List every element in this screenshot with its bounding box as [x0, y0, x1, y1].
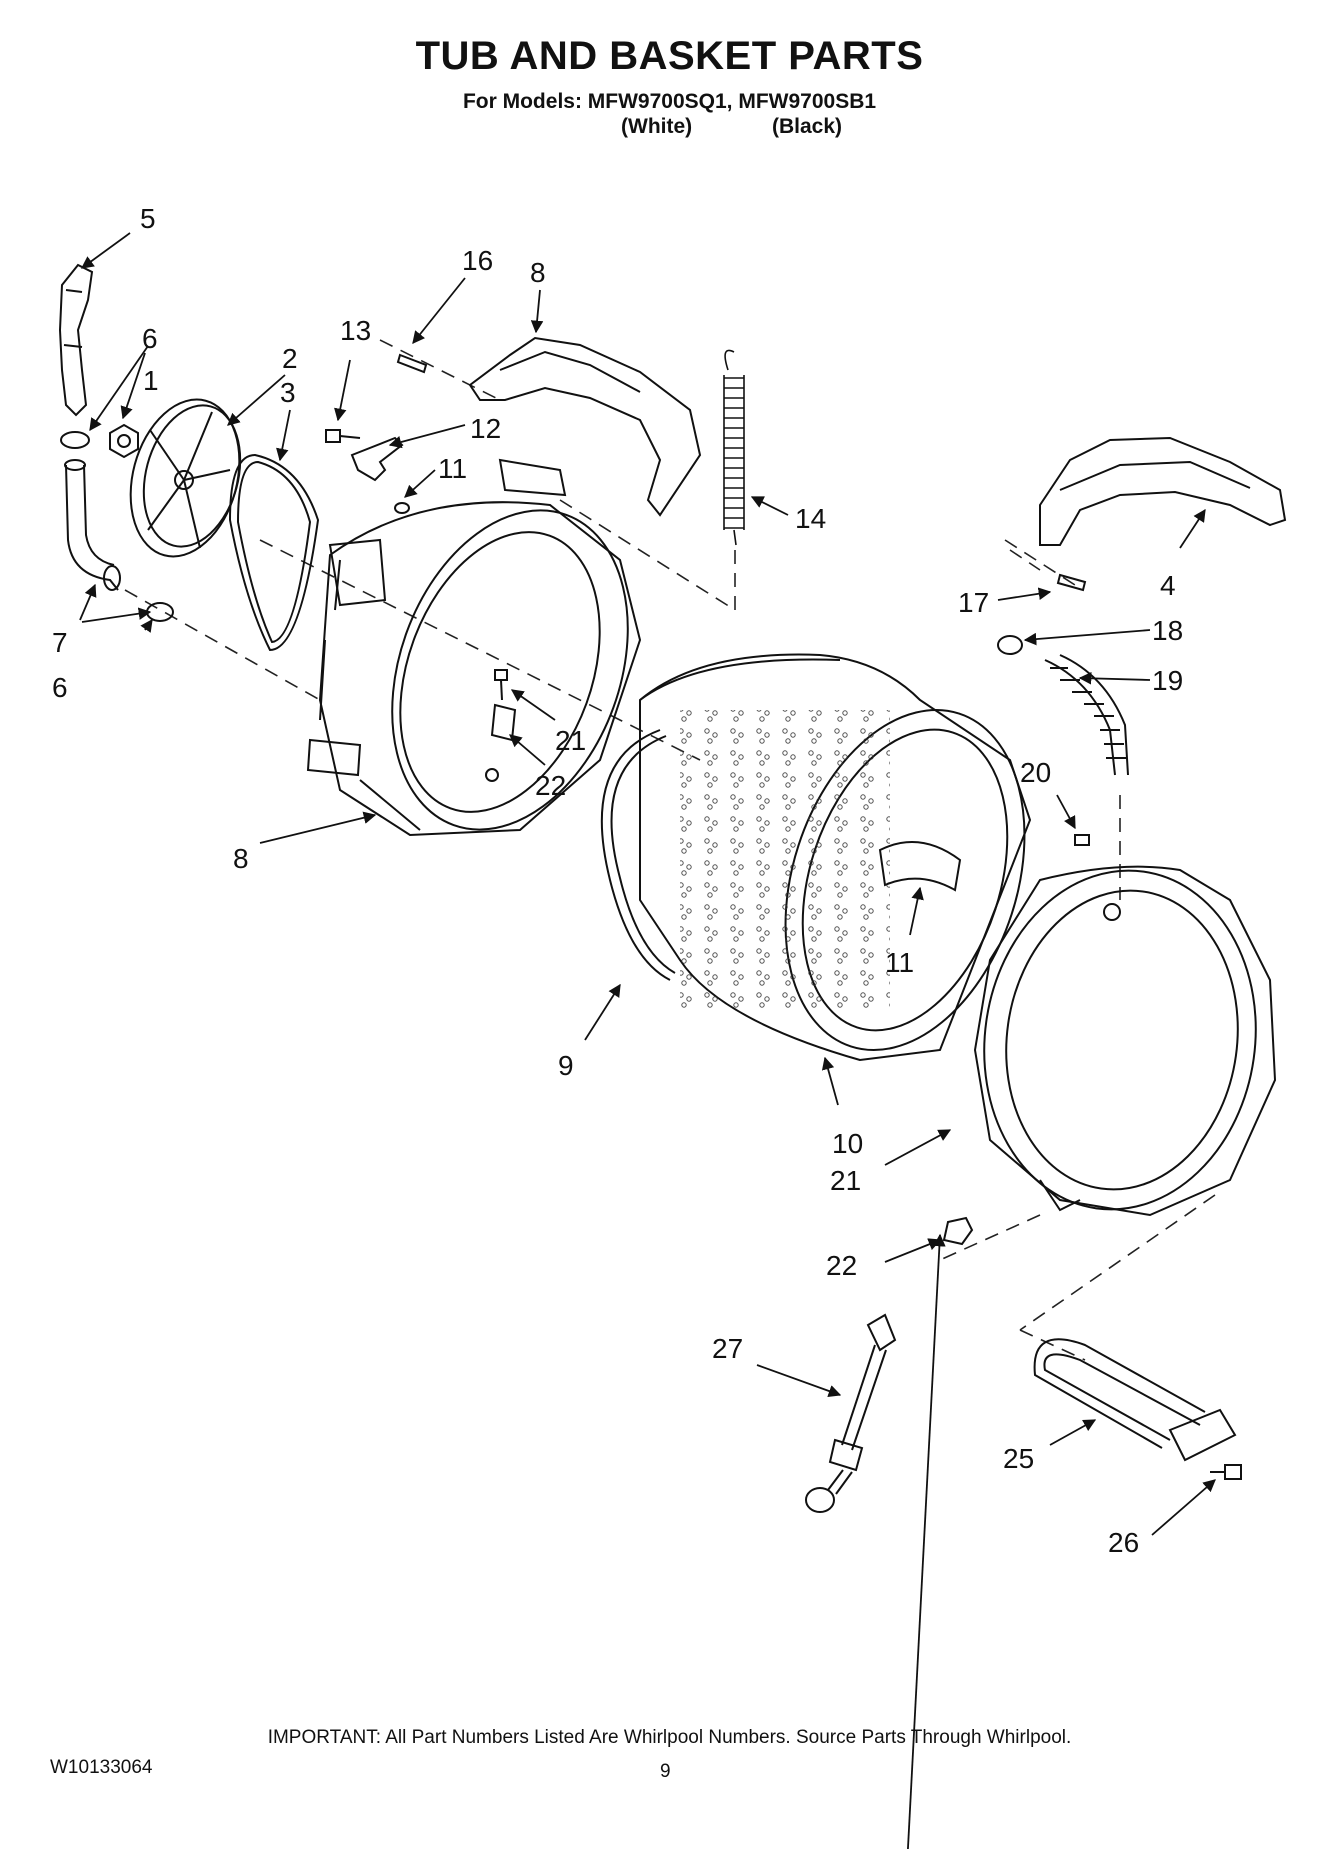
part-25-heater: [1033, 1338, 1237, 1462]
callout-11: 10: [832, 1128, 863, 1159]
callout-22: 22: [826, 1250, 857, 1281]
part-5-hose-bracket: [58, 263, 94, 417]
callout-24: 22: [535, 770, 566, 801]
part-19-hose: [997, 635, 1129, 776]
part-15-bolt: [325, 429, 361, 443]
callout-6b: 6: [52, 672, 68, 703]
page-title: TUB AND BASKET PARTS: [415, 34, 924, 78]
callout-23: 21: [555, 725, 586, 756]
part-26-plug: [1210, 1464, 1242, 1480]
variant-white: (White): [621, 115, 693, 138]
important-note: IMPORTANT: All Part Numbers Listed Are W…: [267, 1727, 1072, 1748]
part-13-washer: [394, 502, 410, 514]
document-number: W10133064: [50, 1757, 153, 1778]
callout-18: 18: [1152, 615, 1183, 646]
callout-17b: 17: [958, 587, 989, 618]
part-14-sensor: [350, 436, 410, 514]
part-21-front-tub: [973, 865, 1277, 1217]
part-17-bolt: [396, 353, 1087, 592]
part-24-clip: [490, 703, 517, 742]
part-27-damper: [805, 1313, 897, 1513]
part-10-seal-ring: [600, 729, 676, 981]
callout-19: 19: [1152, 665, 1183, 696]
callout-27: 27: [712, 1333, 743, 1364]
callout-9: 8: [530, 257, 546, 288]
callout-8: 8: [233, 843, 249, 874]
callout-5: 5: [140, 203, 156, 234]
part-1-nut: [109, 423, 139, 459]
callout-12: 11: [885, 947, 914, 978]
part-16-spring: [723, 349, 745, 546]
part-3-belt: [228, 453, 320, 652]
part-18-clamp: [997, 635, 1023, 655]
callout-15: 13: [340, 315, 371, 346]
assembly-lines: [124, 339, 1216, 1361]
part-22-seal: [942, 1216, 974, 1246]
part-9-weight: [468, 336, 702, 517]
part-2-pulley: [129, 398, 242, 558]
callout-2: 2: [282, 343, 298, 374]
part-4-weight: [1039, 436, 1287, 546]
callout-17: 16: [462, 245, 493, 276]
part-23-screw: [485, 669, 517, 782]
callout-6: 6: [142, 323, 158, 354]
leader-arrows: [79, 232, 1216, 1849]
callout-21: 21: [830, 1165, 861, 1196]
model-numbers: For Models: MFW9700SQ1, MFW9700SB1: [462, 90, 877, 113]
part-11-basket: [639, 653, 1032, 1062]
callout-13: 11: [438, 453, 467, 484]
page-number: 9: [660, 1761, 671, 1782]
callout-25: 25: [1003, 1443, 1034, 1474]
part-7-hose: [64, 459, 121, 591]
part-8-rear-tub: [306, 458, 642, 837]
variant-black: (Black): [772, 115, 843, 138]
callout-labels: 5 6 1 2 3 13 12 11 16 8 14 7 6 8 21 22 4…: [52, 203, 1183, 1558]
callout-14: 12: [470, 413, 501, 444]
callout-16: 14: [795, 503, 826, 534]
callout-20: 20: [1020, 757, 1051, 788]
callout-4: 4: [1160, 570, 1176, 601]
callout-10: 9: [558, 1050, 574, 1081]
callout-26: 26: [1108, 1527, 1139, 1558]
part-20-clip: [1074, 834, 1090, 846]
callout-7: 7: [52, 627, 68, 658]
callout-3: 3: [280, 377, 296, 408]
callout-1: 1: [143, 365, 159, 396]
part-12-lifter: [878, 841, 962, 892]
